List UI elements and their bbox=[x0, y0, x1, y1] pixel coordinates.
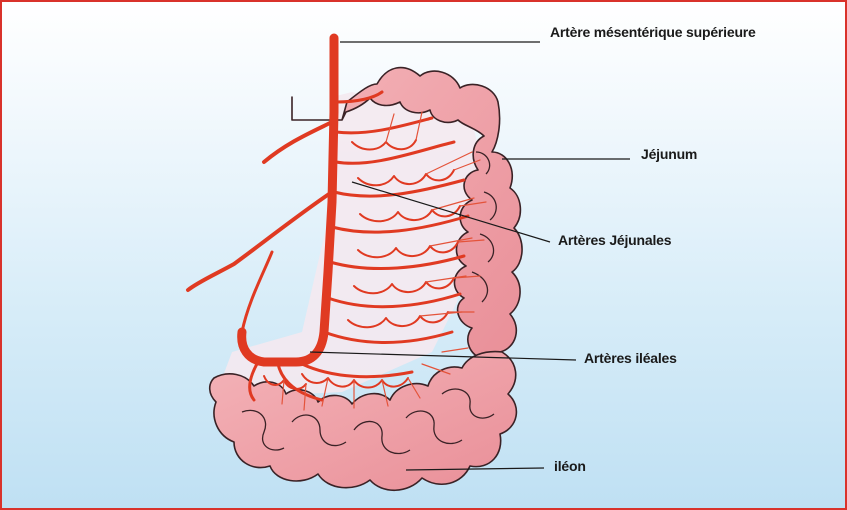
label-jejunum: Jéjunum bbox=[641, 146, 697, 162]
label-artere-mesenterique: Artère mésentérique supérieure bbox=[550, 24, 756, 40]
label-arteres-ileales: Artères iléales bbox=[584, 350, 677, 366]
label-ileon: iléon bbox=[554, 458, 586, 474]
mesentery bbox=[217, 92, 482, 397]
label-arteres-jejunales: Artères Jéjunales bbox=[558, 232, 671, 248]
